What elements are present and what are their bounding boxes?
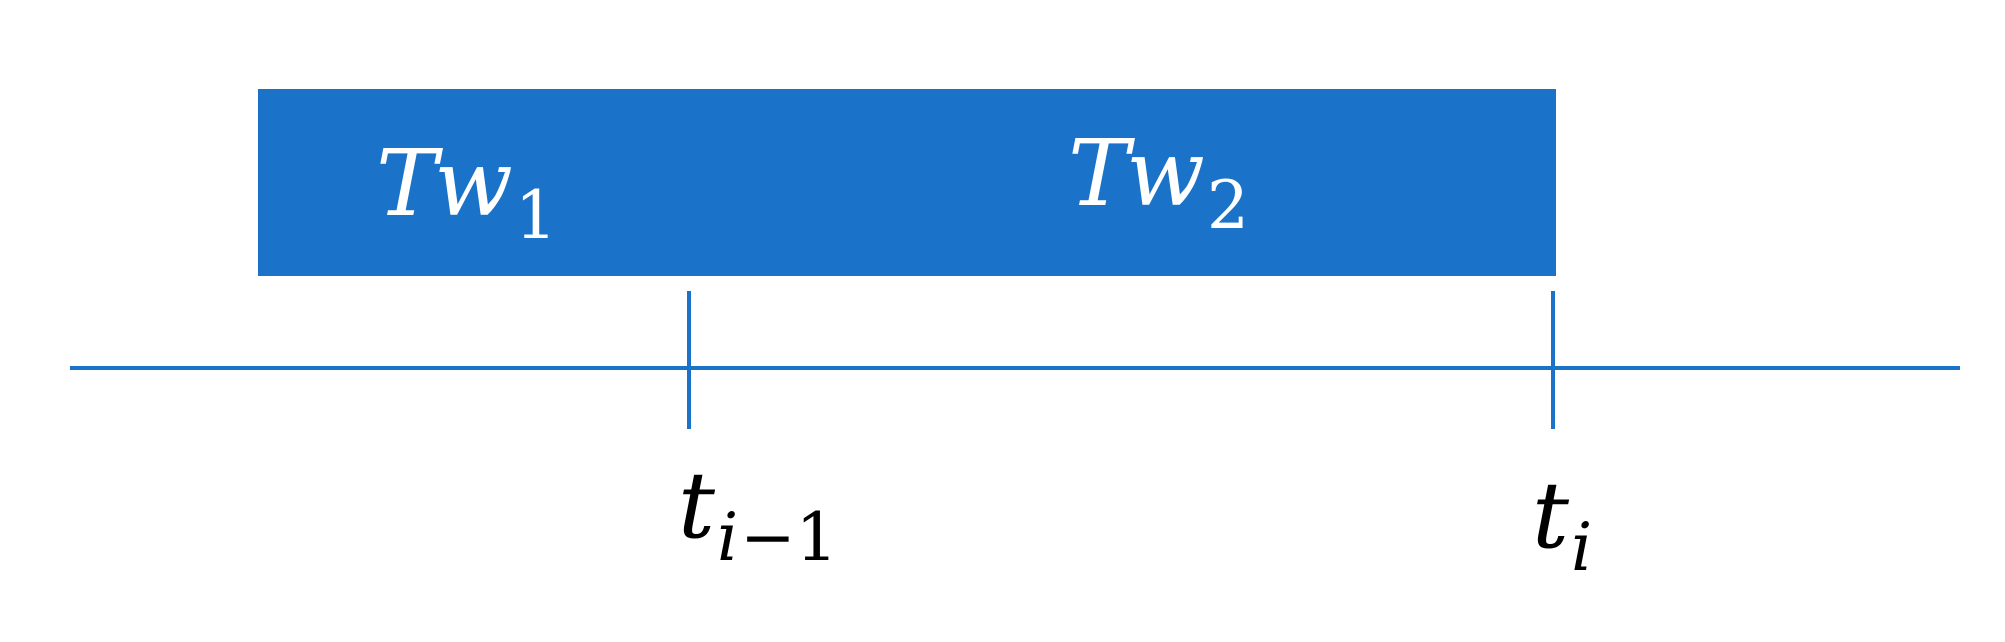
tick-t-i-minus-1 bbox=[687, 291, 691, 429]
tick-label-t-i-minus-1-base: t bbox=[678, 452, 715, 559]
tick-label-t-i-subscript-var: i bbox=[1570, 509, 1593, 587]
time-window-bar bbox=[258, 89, 1556, 276]
time-axis bbox=[70, 366, 1960, 370]
window-label-tw1-base: Tw bbox=[376, 130, 513, 237]
tick-label-t-i: ti bbox=[1532, 470, 1592, 581]
tick-t-i bbox=[1551, 291, 1555, 429]
window-label-tw1-subscript: 1 bbox=[514, 177, 557, 255]
window-label-tw2-base: Tw bbox=[1068, 120, 1205, 227]
tick-label-t-i-minus-1: ti−1 bbox=[678, 460, 838, 571]
tick-label-t-i-minus-1-subscript-var: i bbox=[716, 499, 739, 577]
tick-label-t-i-minus-1-subscript-rest: −1 bbox=[740, 499, 838, 577]
tick-label-t-i-base: t bbox=[1532, 462, 1569, 569]
window-label-tw2-subscript: 2 bbox=[1206, 167, 1249, 245]
window-label-tw1: Tw1 bbox=[376, 138, 557, 249]
window-label-tw2: Tw2 bbox=[1068, 128, 1249, 239]
